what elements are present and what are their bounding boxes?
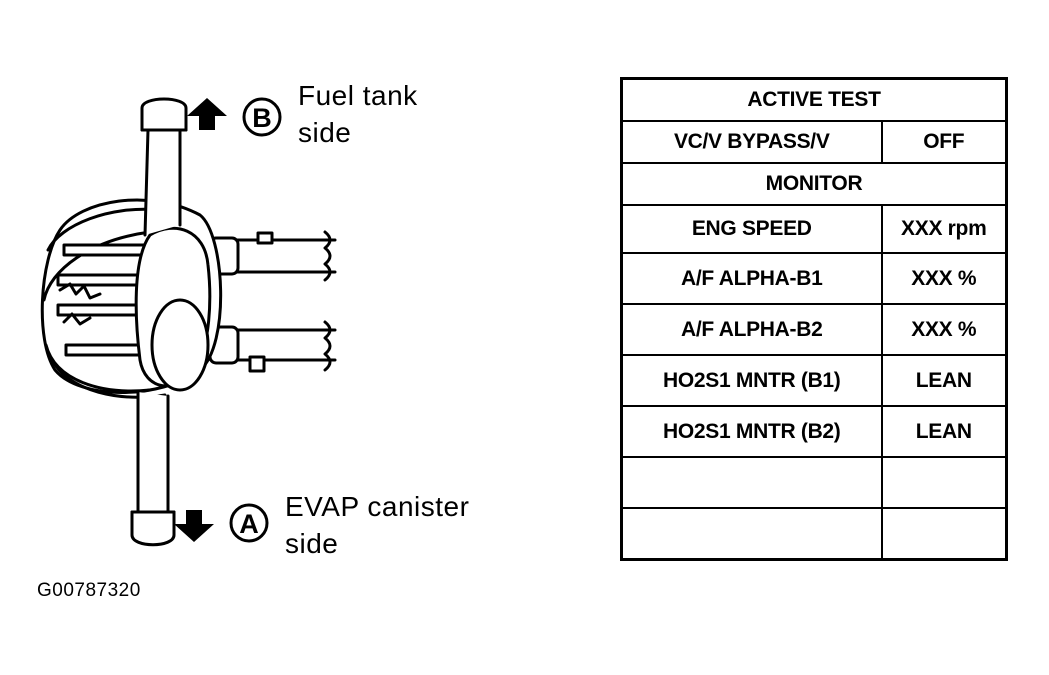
test-item-row: VC/V BYPASS/V OFF xyxy=(620,120,1008,164)
monitor-value: XXX rpm xyxy=(880,204,1008,254)
monitor-label: A/F ALPHA-B1 xyxy=(620,252,883,305)
monitor-label xyxy=(620,507,883,561)
monitor-value xyxy=(880,507,1008,561)
fuel-tank-side-label: Fuel tank side xyxy=(298,80,418,148)
test-item-value: OFF xyxy=(880,120,1008,164)
active-test-table: ACTIVE TEST VC/V BYPASS/V OFF MONITOR EN… xyxy=(620,77,1008,561)
monitor-value: XXX % xyxy=(880,252,1008,305)
table-row: HO2S1 MNTR (B1) LEAN xyxy=(620,354,1008,407)
callout-b-badge: B xyxy=(242,97,282,137)
active-test-title: ACTIVE TEST xyxy=(620,77,1008,122)
monitor-label: HO2S1 MNTR (B1) xyxy=(620,354,883,407)
monitor-heading: MONITOR xyxy=(620,162,1008,206)
upper-hose xyxy=(230,230,337,282)
arrow-up-icon xyxy=(187,98,227,130)
callout-a-badge: A xyxy=(229,503,269,543)
table-row: A/F ALPHA-B2 XXX % xyxy=(620,303,1008,356)
test-item-label: VC/V BYPASS/V xyxy=(620,120,883,164)
table-row xyxy=(620,456,1008,509)
table-row: HO2S1 MNTR (B2) LEAN xyxy=(620,405,1008,458)
table-row: ENG SPEED XXX rpm xyxy=(620,204,1008,254)
monitor-label: ENG SPEED xyxy=(620,204,883,254)
figure-id: G00787320 xyxy=(37,580,141,601)
evap-canister-side-port xyxy=(130,390,176,547)
evap-canister-side-label: EVAP canister side xyxy=(285,491,470,559)
table-row xyxy=(620,507,1008,561)
monitor-label: HO2S1 MNTR (B2) xyxy=(620,405,883,458)
monitor-label xyxy=(620,456,883,509)
table-row: A/F ALPHA-B1 XXX % xyxy=(620,252,1008,305)
vacuum-cut-valve-diagram: B A xyxy=(40,97,337,547)
monitor-value: LEAN xyxy=(880,405,1008,458)
monitor-value: XXX % xyxy=(880,303,1008,356)
monitor-value xyxy=(880,456,1008,509)
monitor-value: LEAN xyxy=(880,354,1008,407)
lower-hose xyxy=(230,320,337,372)
monitor-label: A/F ALPHA-B2 xyxy=(620,303,883,356)
table-title-row: ACTIVE TEST xyxy=(620,77,1008,122)
svg-text:B: B xyxy=(252,103,272,133)
svg-text:A: A xyxy=(239,509,259,539)
monitor-heading-row: MONITOR xyxy=(620,162,1008,206)
arrow-down-icon xyxy=(174,510,214,542)
fuel-tank-side-port xyxy=(140,97,188,237)
